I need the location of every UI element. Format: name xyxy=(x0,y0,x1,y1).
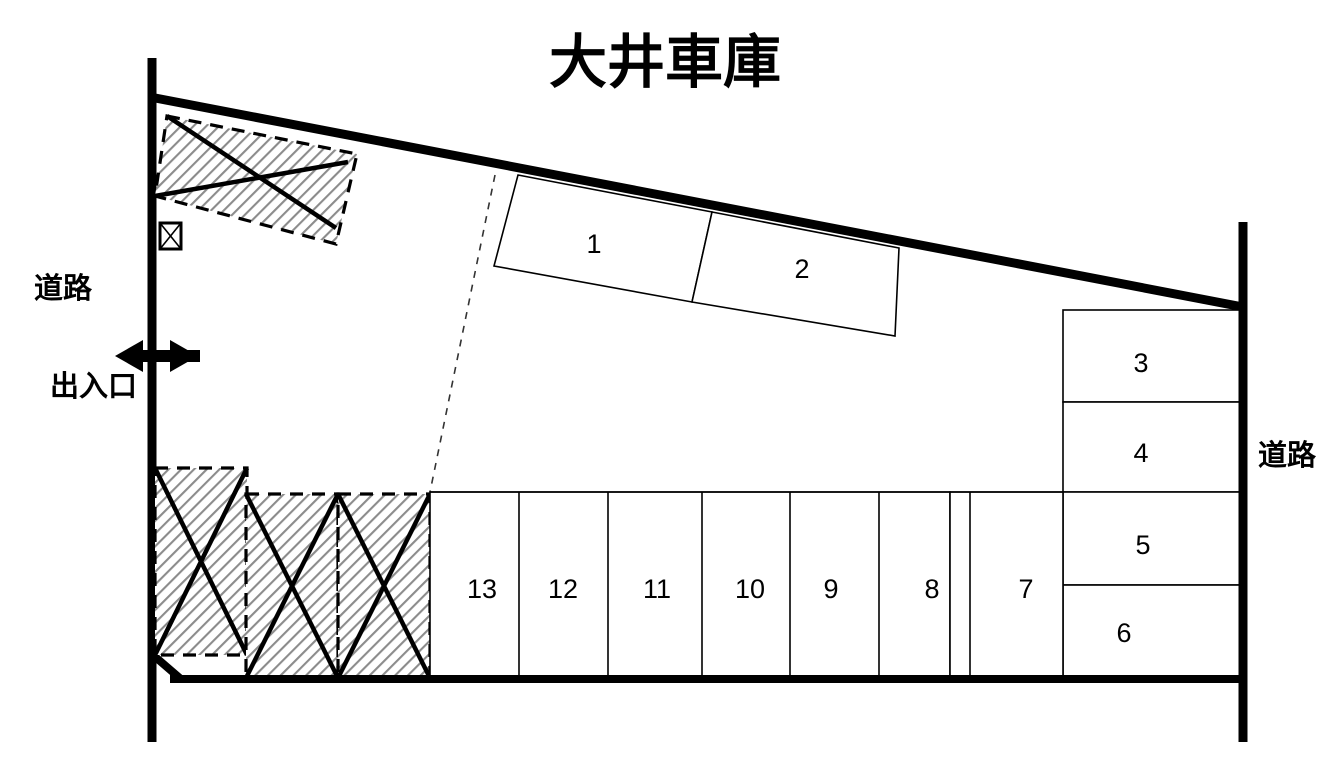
stall-label-7: 7 xyxy=(1018,574,1033,604)
stall-label-5: 5 xyxy=(1135,530,1150,560)
stall-label-2: 2 xyxy=(794,254,809,284)
page-title: 大井車庫 xyxy=(549,30,781,95)
road-label-left: 道路 xyxy=(34,272,93,305)
stall-label-4: 4 xyxy=(1133,438,1148,468)
x-box-icon xyxy=(158,221,183,251)
stall-label-12: 12 xyxy=(548,574,578,604)
blocked-area-bottom-3 xyxy=(335,492,433,680)
road-label-right: 道路 xyxy=(1258,439,1317,472)
stall-2-shape[interactable] xyxy=(691,211,900,337)
stall-label-11: 11 xyxy=(643,574,671,604)
stall-label-9: 9 xyxy=(823,574,838,604)
stall-3-shape[interactable] xyxy=(1062,309,1244,403)
entrance-arrow-head-left xyxy=(115,340,143,372)
entrance-label: 出入口 xyxy=(50,370,137,403)
stall-label-13: 13 xyxy=(467,574,497,604)
stall-label-1: 1 xyxy=(586,229,601,259)
stall-6-shape[interactable] xyxy=(1062,584,1244,680)
stall-label-6: 6 xyxy=(1116,618,1131,648)
right-column-stall-group: 3 4 5 6 xyxy=(1062,309,1244,680)
bottom-row-outline xyxy=(429,491,951,680)
entrance-arrow-head-right xyxy=(170,340,198,372)
stall-label-3: 3 xyxy=(1133,348,1148,378)
bottom-row-stall-group: 13 12 11 10 9 8 7 xyxy=(429,491,1064,680)
stall-label-8: 8 xyxy=(924,574,939,604)
entrance-marker xyxy=(115,340,200,372)
angled-stall-group: 1 2 xyxy=(493,174,900,337)
top-slanted-boundary xyxy=(149,92,1244,312)
stall-1-shape[interactable] xyxy=(493,174,713,303)
blocked-area-bottom-1 xyxy=(152,466,250,657)
stall-5-shape[interactable] xyxy=(1062,491,1244,586)
stall-label-10: 10 xyxy=(735,574,765,604)
dashed-guide-line xyxy=(429,174,496,493)
blocked-area-bottom-2 xyxy=(243,492,341,680)
stall-4-shape[interactable] xyxy=(1062,401,1244,493)
blocked-area-top xyxy=(153,114,359,246)
stall-7-shape[interactable] xyxy=(949,491,1064,680)
